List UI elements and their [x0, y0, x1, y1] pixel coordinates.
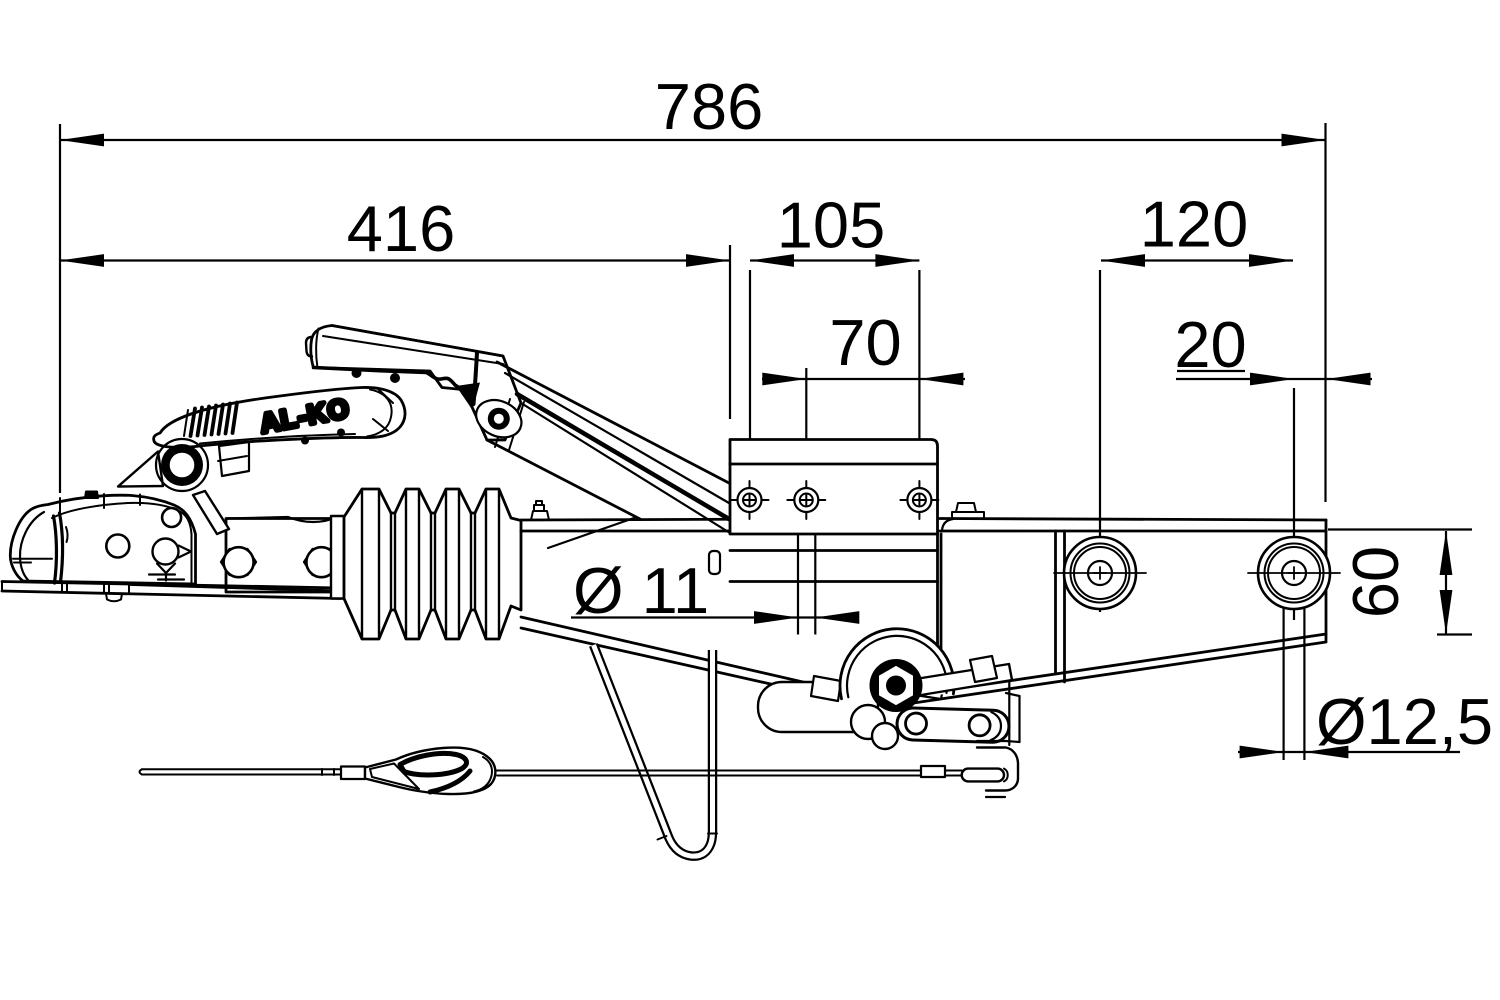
svg-text:Ø 11: Ø 11	[573, 554, 709, 627]
svg-text:120: 120	[1140, 188, 1248, 261]
svg-text:20: 20	[1174, 308, 1246, 381]
svg-text:416: 416	[347, 192, 455, 265]
svg-text:105: 105	[777, 189, 885, 262]
svg-text:60: 60	[1339, 546, 1412, 618]
svg-text:786: 786	[655, 70, 763, 143]
svg-text:70: 70	[829, 306, 901, 379]
svg-text:Ø12,5: Ø12,5	[1316, 685, 1493, 758]
